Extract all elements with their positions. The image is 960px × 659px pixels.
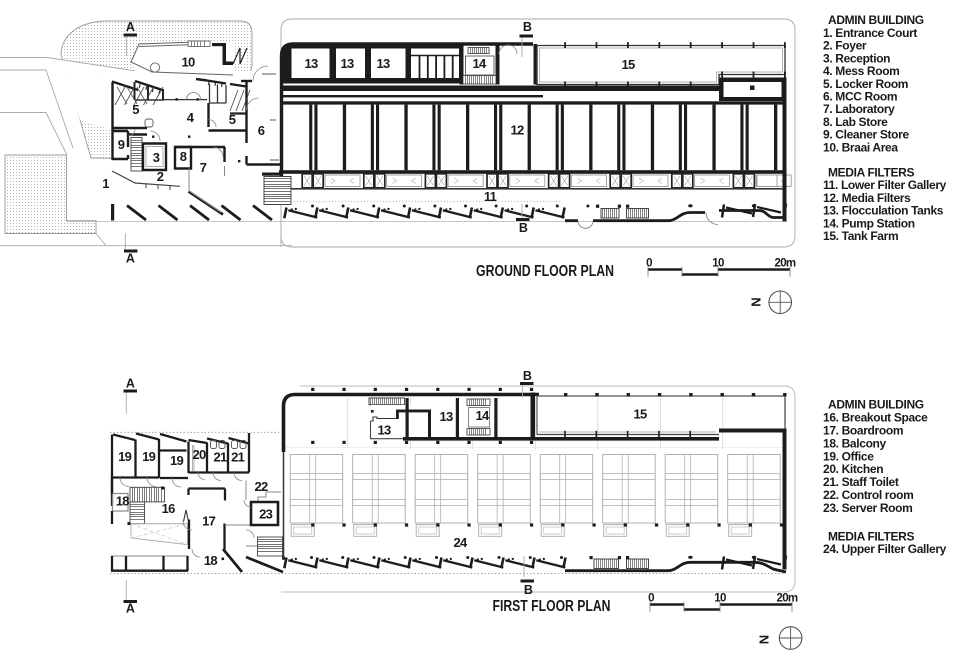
svg-text:20. Kitchen: 20. Kitchen xyxy=(823,462,883,476)
svg-text:24: 24 xyxy=(453,535,468,550)
svg-text:6: 6 xyxy=(258,123,265,138)
svg-text:22: 22 xyxy=(254,479,268,494)
svg-text:MEDIA FILTERS: MEDIA FILTERS xyxy=(828,529,914,543)
svg-text:9. Cleaner Store: 9. Cleaner Store xyxy=(823,128,909,142)
svg-text:A: A xyxy=(126,20,135,34)
svg-text:GROUND FLOOR PLAN: GROUND FLOOR PLAN xyxy=(476,263,614,280)
svg-text:16: 16 xyxy=(162,501,176,516)
svg-text:14: 14 xyxy=(472,56,487,71)
svg-text:15. Tank Farm: 15. Tank Farm xyxy=(823,229,898,243)
svg-text:20m: 20m xyxy=(777,593,798,605)
svg-text:4: 4 xyxy=(187,110,195,125)
svg-text:24. Upper Filter Gallery: 24. Upper Filter Gallery xyxy=(823,542,947,556)
svg-text:12: 12 xyxy=(510,123,524,138)
svg-text:14: 14 xyxy=(475,408,490,423)
svg-text:2: 2 xyxy=(157,169,164,184)
svg-text:13: 13 xyxy=(376,56,390,71)
svg-text:N: N xyxy=(749,297,764,306)
svg-text:ADMIN BUILDING: ADMIN BUILDING xyxy=(828,13,924,27)
svg-text:10: 10 xyxy=(714,593,726,605)
svg-text:6. MCC Room: 6. MCC Room xyxy=(823,90,897,104)
svg-text:B: B xyxy=(524,583,533,597)
svg-text:15: 15 xyxy=(633,407,647,422)
svg-text:19. Office: 19. Office xyxy=(823,449,874,463)
svg-text:19: 19 xyxy=(118,449,132,464)
svg-text:3: 3 xyxy=(153,150,160,165)
svg-text:20: 20 xyxy=(192,447,206,462)
svg-text:16. Breakout Space: 16. Breakout Space xyxy=(823,411,928,425)
svg-text:0: 0 xyxy=(648,593,654,605)
svg-text:5. Locker Room: 5. Locker Room xyxy=(823,77,908,91)
svg-text:1. Entrance Court: 1. Entrance Court xyxy=(823,26,917,40)
svg-text:A: A xyxy=(126,602,135,616)
svg-text:5: 5 xyxy=(229,112,236,127)
svg-text:FIRST FLOOR PLAN: FIRST FLOOR PLAN xyxy=(493,598,611,615)
svg-text:N: N xyxy=(757,635,772,644)
svg-text:B: B xyxy=(523,20,532,34)
svg-text:19: 19 xyxy=(142,449,156,464)
svg-text:A: A xyxy=(126,377,135,391)
svg-text:7: 7 xyxy=(200,160,207,175)
svg-text:13. Flocculation Tanks: 13. Flocculation Tanks xyxy=(823,204,944,218)
svg-text:10: 10 xyxy=(712,258,724,270)
svg-text:9: 9 xyxy=(118,137,125,152)
svg-text:A: A xyxy=(126,252,135,266)
svg-text:17: 17 xyxy=(202,514,216,529)
svg-text:19: 19 xyxy=(170,453,184,468)
svg-text:21: 21 xyxy=(231,450,245,465)
svg-text:22. Control room: 22. Control room xyxy=(823,488,913,502)
svg-text:17. Boardroom: 17. Boardroom xyxy=(823,424,903,438)
svg-text:ADMIN BUILDING: ADMIN BUILDING xyxy=(828,397,924,411)
svg-text:2. Foyer: 2. Foyer xyxy=(823,39,867,53)
svg-text:7. Laboratory: 7. Laboratory xyxy=(823,102,895,116)
svg-text:10. Braai Area: 10. Braai Area xyxy=(823,140,898,154)
svg-text:13: 13 xyxy=(340,56,354,71)
svg-text:18. Balcony: 18. Balcony xyxy=(823,436,887,450)
svg-text:10: 10 xyxy=(181,55,195,70)
svg-text:20m: 20m xyxy=(775,258,796,270)
svg-text:14. Pump Station: 14. Pump Station xyxy=(823,216,915,230)
svg-text:23. Server Room: 23. Server Room xyxy=(823,501,912,515)
svg-text:21. Staff Toilet: 21. Staff Toilet xyxy=(823,475,899,489)
svg-text:8: 8 xyxy=(180,149,187,164)
svg-text:18: 18 xyxy=(116,494,130,509)
svg-text:13: 13 xyxy=(304,56,318,71)
svg-text:0: 0 xyxy=(646,258,652,270)
svg-text:1: 1 xyxy=(102,176,109,191)
svg-text:23: 23 xyxy=(259,506,273,521)
svg-text:21: 21 xyxy=(213,450,227,465)
svg-text:18: 18 xyxy=(204,553,218,568)
svg-text:13: 13 xyxy=(439,409,453,424)
svg-text:5: 5 xyxy=(132,102,139,117)
svg-text:B: B xyxy=(519,221,528,235)
svg-text:15: 15 xyxy=(621,57,635,72)
svg-text:11. Lower Filter Gallery: 11. Lower Filter Gallery xyxy=(823,178,947,192)
svg-text:3. Reception: 3. Reception xyxy=(823,51,890,65)
svg-text:8. Lab Store: 8. Lab Store xyxy=(823,115,888,129)
svg-text:MEDIA FILTERS: MEDIA FILTERS xyxy=(828,165,914,179)
svg-text:B: B xyxy=(523,369,532,383)
svg-text:11: 11 xyxy=(484,189,497,204)
svg-text:13: 13 xyxy=(377,423,391,438)
svg-text:4. Mess Room: 4. Mess Room xyxy=(823,64,900,78)
svg-text:12. Media Filters: 12. Media Filters xyxy=(823,191,911,205)
